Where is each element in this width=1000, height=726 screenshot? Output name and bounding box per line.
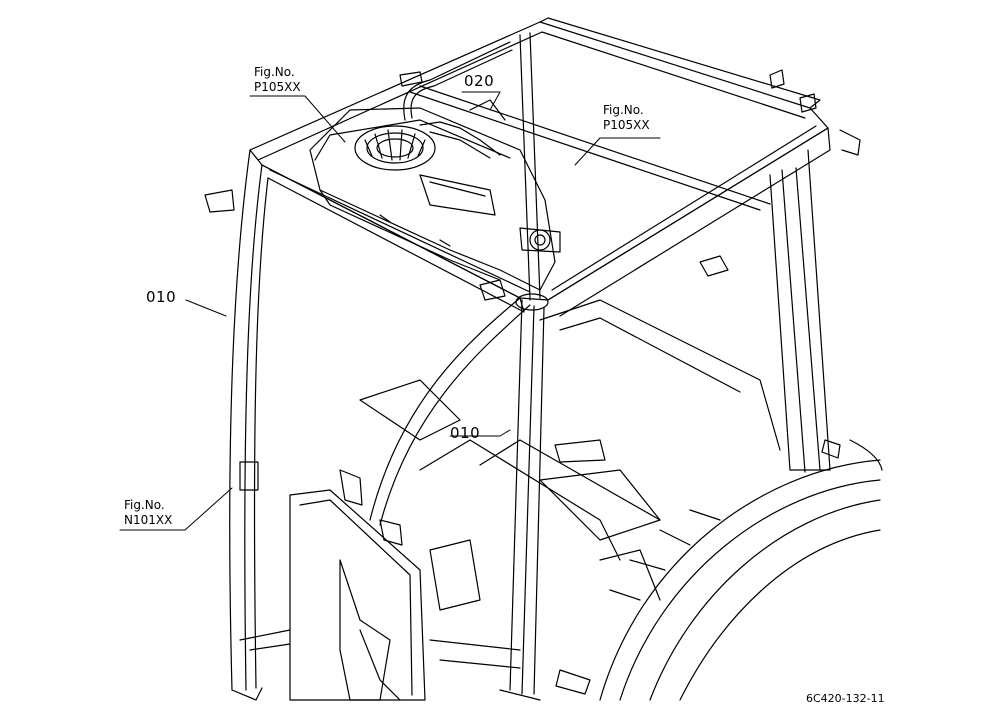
- fig-ref-top-left-line2: P105XX: [254, 80, 301, 94]
- fig-ref-top-right-line1: Fig.No.: [603, 103, 644, 117]
- left-front-pillar: [204, 149, 269, 701]
- brackets: [339, 69, 841, 546]
- drawing-reference-number: 6C420-132-11: [806, 692, 885, 705]
- hose-020: [403, 41, 513, 121]
- fig-ref-top-left-line1: Fig.No.: [254, 65, 295, 79]
- part-number-010-center: 010: [450, 424, 481, 442]
- fig-ref-top-left: Fig.No. P105XX: [254, 65, 301, 95]
- cab-interior: [359, 299, 781, 611]
- part-number-020: 020: [464, 72, 495, 90]
- leader-lines: [119, 91, 661, 531]
- part-number-010-left: 010: [146, 288, 177, 306]
- center-front-pillar: [369, 293, 549, 701]
- fig-ref-bottom-left: Fig.No. N101XX: [124, 498, 172, 528]
- rear-fender: [599, 439, 883, 701]
- fig-ref-top-right: Fig.No. P105XX: [603, 103, 650, 133]
- floor-panel: [239, 489, 591, 701]
- fig-ref-bottom-left-line1: Fig.No.: [124, 498, 165, 512]
- roof-frame: [249, 17, 831, 317]
- right-rear-pillar: [769, 129, 861, 473]
- blower-unit: [309, 107, 561, 291]
- fig-ref-bottom-left-line2: N101XX: [124, 513, 173, 527]
- fig-ref-top-right-line2: P105XX: [603, 118, 650, 132]
